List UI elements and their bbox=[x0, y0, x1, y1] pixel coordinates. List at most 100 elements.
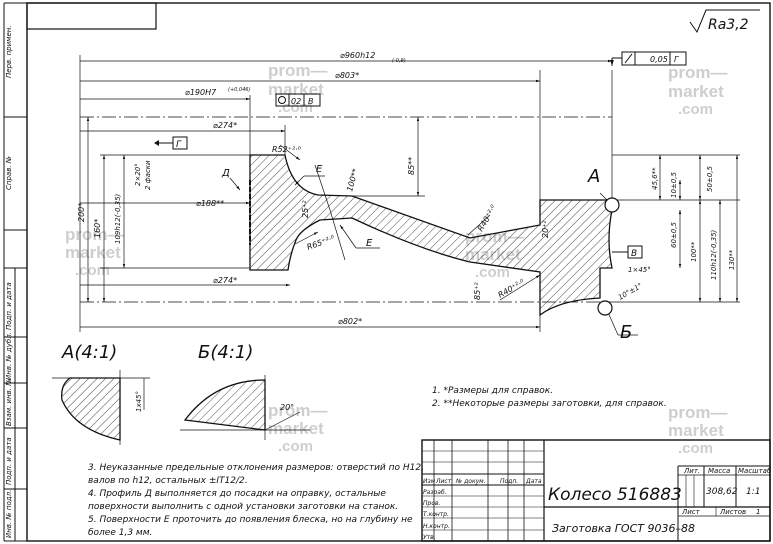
svg-text:Колесо 516883: Колесо 516883 bbox=[548, 485, 682, 505]
svg-text:50±0,5: 50±0,5 bbox=[706, 166, 714, 192]
svg-text:более 1,3 мм.: более 1,3 мм. bbox=[88, 528, 152, 538]
left-strip: Перв. примен. Справ. № Подп. и дата Инв.… bbox=[3, 2, 27, 542]
svg-text:Подп. и дата: Подп. и дата bbox=[5, 437, 13, 485]
svg-text:market: market bbox=[668, 82, 724, 101]
svg-text:Лист: Лист bbox=[681, 508, 701, 516]
svg-text:В: В bbox=[308, 97, 314, 106]
svg-text:prom—: prom— bbox=[268, 401, 328, 420]
svg-text:Листов: Листов bbox=[719, 508, 746, 516]
svg-text:3. Неуказанные предельные откл: 3. Неуказанные предельные отклонения раз… bbox=[88, 463, 424, 473]
svg-text:⌀803*: ⌀803* bbox=[335, 71, 359, 80]
svg-text:Лист: Лист bbox=[435, 478, 452, 485]
svg-text:Заготовка ГОСТ 9036–88: Заготовка ГОСТ 9036–88 bbox=[552, 522, 695, 535]
svg-text:0,05: 0,05 bbox=[650, 55, 668, 64]
svg-text:Подп.: Подп. bbox=[500, 478, 518, 485]
svg-text:Е: Е bbox=[316, 164, 323, 175]
svg-text:А(4:1): А(4:1) bbox=[61, 342, 117, 363]
top-left-box bbox=[26, 2, 157, 30]
watermark: prom— market .com prom— market .com prom… bbox=[65, 61, 728, 457]
svg-text:2×20°: 2×20° bbox=[134, 163, 142, 186]
svg-text:2. **Некоторые размеры заготов: 2. **Некоторые размеры заготовки, для сп… bbox=[432, 399, 667, 409]
svg-text:prom—: prom— bbox=[268, 61, 328, 80]
svg-text:Е: Е bbox=[366, 238, 373, 249]
label-b: Б bbox=[620, 322, 632, 343]
roughness-mark: Ra3,2 bbox=[689, 9, 760, 34]
notes-bottom: 3. Неуказанные предельные отклонения раз… bbox=[88, 463, 424, 538]
datum-v-right: В bbox=[612, 245, 643, 259]
svg-text:⌀802*: ⌀802* bbox=[338, 317, 362, 326]
svg-text:(-0,9): (-0,9) bbox=[392, 58, 406, 64]
svg-text:Ra3,2: Ra3,2 bbox=[708, 17, 749, 33]
svg-text:60±0,5: 60±0,5 bbox=[670, 222, 678, 248]
svg-text:100**: 100** bbox=[690, 241, 698, 262]
svg-text:market: market bbox=[65, 243, 121, 262]
svg-text:25⁺²: 25⁺² bbox=[301, 200, 310, 218]
notes-top: 1. *Размеры для справок. 2. **Некоторые … bbox=[432, 386, 667, 409]
svg-text:100**: 100** bbox=[345, 168, 360, 193]
svg-text:Справ. №: Справ. № bbox=[5, 156, 13, 190]
svg-text:130**: 130** bbox=[728, 249, 736, 270]
detail-b: Б(4:1) 20° bbox=[180, 342, 310, 440]
svg-text:1. *Размеры для справок.: 1. *Размеры для справок. bbox=[432, 386, 553, 396]
datum-frame-v: 02 В bbox=[275, 93, 321, 107]
svg-text:поверхности выполнить с одной: поверхности выполнить с одной установки … bbox=[88, 502, 398, 512]
svg-text:⌀960h12: ⌀960h12 bbox=[340, 51, 375, 60]
svg-text:110h12(-0,35): 110h12(-0,35) bbox=[710, 229, 718, 280]
svg-text:109h12(-0,35): 109h12(-0,35) bbox=[114, 193, 122, 244]
svg-text:№ докум.: № докум. bbox=[455, 478, 486, 485]
svg-text:Подп. и дата: Подп. и дата bbox=[5, 282, 13, 330]
svg-text:45,6**: 45,6** bbox=[651, 167, 659, 190]
svg-text:⌀190H7: ⌀190H7 bbox=[185, 88, 217, 97]
svg-text:⌀274*: ⌀274* bbox=[213, 276, 237, 285]
datum-g: Г bbox=[154, 136, 188, 150]
svg-text:.com: .com bbox=[75, 262, 110, 279]
svg-text:Изм: Изм bbox=[423, 478, 436, 485]
svg-text:.com: .com bbox=[678, 101, 713, 118]
svg-text:Инв. № дубл.: Инв. № дубл. bbox=[5, 332, 13, 380]
svg-text:85**: 85** bbox=[407, 157, 416, 175]
svg-text:Лит.: Лит. bbox=[683, 467, 700, 475]
label-a: А bbox=[587, 166, 600, 187]
svg-text:Пров.: Пров. bbox=[423, 500, 441, 507]
svg-text:(+0,046): (+0,046) bbox=[228, 87, 250, 93]
title-block-text: Колесо 516883 Заготовка ГОСТ 9036–88 Лит… bbox=[423, 467, 772, 541]
svg-text:4. Профиль Д выполняется до по: 4. Профиль Д выполняется до посадки на о… bbox=[88, 489, 386, 499]
svg-text:Масса: Масса bbox=[708, 467, 730, 475]
detail-a: А(4:1) 1х45° bbox=[52, 342, 150, 445]
svg-text:20°: 20° bbox=[280, 403, 294, 412]
svg-text:308,62: 308,62 bbox=[706, 487, 738, 497]
svg-text:Н.контр.: Н.контр. bbox=[423, 523, 450, 530]
svg-text:Перв. примен.: Перв. примен. bbox=[5, 25, 13, 78]
svg-text:prom—: prom— bbox=[668, 63, 728, 82]
svg-text:85⁺²: 85⁺² bbox=[473, 282, 482, 300]
detail-a-marker bbox=[604, 197, 620, 213]
detail-b-marker bbox=[597, 300, 613, 316]
svg-text:⌀274*: ⌀274* bbox=[213, 121, 237, 130]
svg-text:160*: 160* bbox=[93, 219, 102, 238]
svg-text:market: market bbox=[268, 419, 324, 438]
svg-text:Г: Г bbox=[674, 55, 679, 64]
svg-text:prom—: prom— bbox=[668, 403, 728, 422]
svg-text:.com: .com bbox=[278, 438, 313, 455]
svg-text:Дата: Дата bbox=[525, 478, 542, 485]
svg-text:02: 02 bbox=[291, 97, 301, 106]
svg-text:Инв. № подл.: Инв. № подл. bbox=[5, 490, 13, 538]
svg-text:1х45°: 1х45° bbox=[135, 391, 143, 412]
svg-text:Утв.: Утв. bbox=[423, 534, 436, 541]
tolerance-frame: 0,05 Г bbox=[610, 51, 687, 66]
svg-text:1×45°: 1×45° bbox=[628, 266, 651, 274]
svg-text:2 фаски: 2 фаски bbox=[144, 160, 152, 190]
svg-text:В: В bbox=[631, 249, 637, 259]
svg-text:Масштаб: Масштаб bbox=[738, 467, 772, 475]
svg-text:Б(4:1): Б(4:1) bbox=[198, 342, 253, 363]
wheel-section bbox=[249, 154, 613, 317]
svg-text:.com: .com bbox=[678, 440, 713, 457]
svg-text:R52⁺²·⁰: R52⁺²·⁰ bbox=[272, 145, 302, 154]
svg-text:валов по h12, остальных ±IT12/: валов по h12, остальных ±IT12/2. bbox=[88, 476, 248, 486]
svg-text:1: 1 bbox=[756, 508, 760, 516]
svg-text:.com: .com bbox=[475, 264, 510, 281]
svg-text:10°±1°: 10°±1° bbox=[617, 282, 644, 302]
dimension-lines bbox=[79, 55, 740, 336]
svg-text:Взам. инв. №: Взам. инв. № bbox=[5, 378, 13, 426]
